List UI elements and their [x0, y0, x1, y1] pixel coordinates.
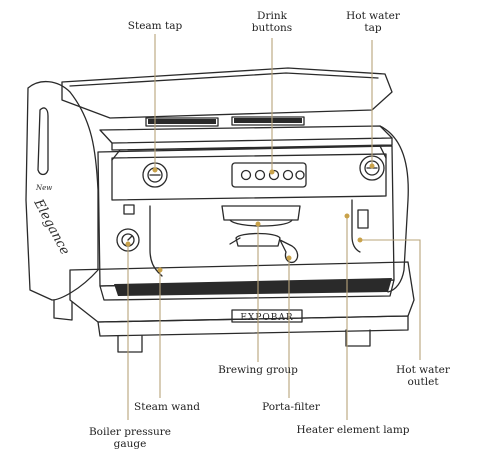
front-foot-left	[117, 335, 143, 353]
label-hot-water-tap: Hot water tap	[338, 10, 408, 34]
label-brewing-group-text: Brewing group	[218, 364, 298, 376]
rear-foot-left	[53, 299, 73, 321]
top-cover	[61, 67, 393, 119]
label-hot-water-outlet: Hot water outlet	[388, 364, 458, 388]
drink-button-1	[240, 169, 252, 181]
cup-warmer-grill-left	[145, 117, 219, 127]
label-hot-water-tap-line1: Hot water	[346, 10, 400, 22]
left-side-panel	[25, 81, 99, 301]
label-drink-buttons: Drink buttons	[240, 10, 304, 34]
right-side-panel	[379, 125, 409, 293]
label-hot-water-outlet-line1: Hot water	[396, 364, 450, 376]
label-steam-tap-text: Steam tap	[127, 20, 183, 32]
grill-fill-right	[234, 118, 302, 123]
label-boiler-pressure-gauge: Boiler pressure gauge	[78, 426, 182, 450]
label-porta-filter-text: Porta-filter	[262, 401, 320, 413]
drip-tray-grate-fill	[114, 278, 392, 296]
dot-steam-tap	[152, 167, 158, 173]
steam-wand-pipe	[149, 205, 159, 273]
side-vent	[37, 107, 49, 176]
dot-porta-filter	[286, 255, 292, 261]
hot-water-outlet-pipe	[351, 199, 361, 253]
label-steam-wand: Steam wand	[122, 401, 212, 413]
front-body	[97, 145, 395, 287]
side-brand-small-text: New	[35, 184, 52, 192]
control-panel	[111, 153, 387, 201]
label-hot-water-tap-line2: tap	[364, 22, 382, 34]
porta-filter-handle	[279, 239, 299, 264]
brand-plate-text: EXPOBAR	[240, 313, 293, 323]
dot-hot-water-outlet	[357, 237, 363, 243]
label-heater-element-lamp-text: Heater element lamp	[296, 424, 410, 436]
label-boiler-pressure-gauge-line1: Boiler pressure	[88, 426, 172, 438]
grill-fill-left	[148, 119, 216, 124]
label-drink-buttons-line2: buttons	[251, 22, 293, 34]
label-steam-wand-text: Steam wand	[134, 401, 200, 413]
drink-button-2	[254, 169, 266, 181]
dot-drink-buttons	[269, 169, 275, 175]
side-brand-large-text: Elegance	[30, 196, 72, 258]
label-heater-element-lamp: Heater element lamp	[288, 424, 418, 436]
espresso-machine-outline	[25, 67, 415, 353]
dark-surfaces	[114, 118, 392, 296]
leader-lines	[127, 34, 421, 420]
label-porta-filter: Porta-filter	[246, 401, 336, 413]
label-brewing-group: Brewing group	[200, 364, 316, 376]
leader-dots	[125, 163, 375, 273]
porta-filter-basket	[235, 232, 281, 247]
label-hot-water-outlet-line2: outlet	[407, 376, 439, 388]
dot-steam-wand	[157, 267, 163, 273]
hot-water-valve	[357, 209, 369, 229]
brand-plate	[231, 309, 303, 323]
heater-lamp-switch	[123, 204, 135, 215]
leader-hot-water-outlet	[360, 239, 421, 360]
drink-button-panel	[231, 162, 307, 188]
label-boiler-pressure-gauge-line2: gauge	[113, 438, 147, 450]
front-foot-right	[345, 329, 371, 347]
dot-heater-element-lamp	[344, 213, 350, 219]
machine-base	[97, 315, 409, 337]
label-steam-tap: Steam tap	[118, 20, 192, 32]
drink-button-5	[295, 170, 305, 180]
dot-hot-water-tap	[369, 163, 375, 169]
dot-brewing-group	[255, 221, 261, 227]
top-rim	[99, 125, 393, 144]
drink-button-4	[282, 169, 294, 181]
dot-boiler-pressure-gauge	[125, 241, 131, 247]
brewing-group-head	[221, 205, 301, 221]
cup-warmer-grill-right	[231, 116, 305, 126]
label-drink-buttons-line1: Drink	[257, 10, 287, 22]
